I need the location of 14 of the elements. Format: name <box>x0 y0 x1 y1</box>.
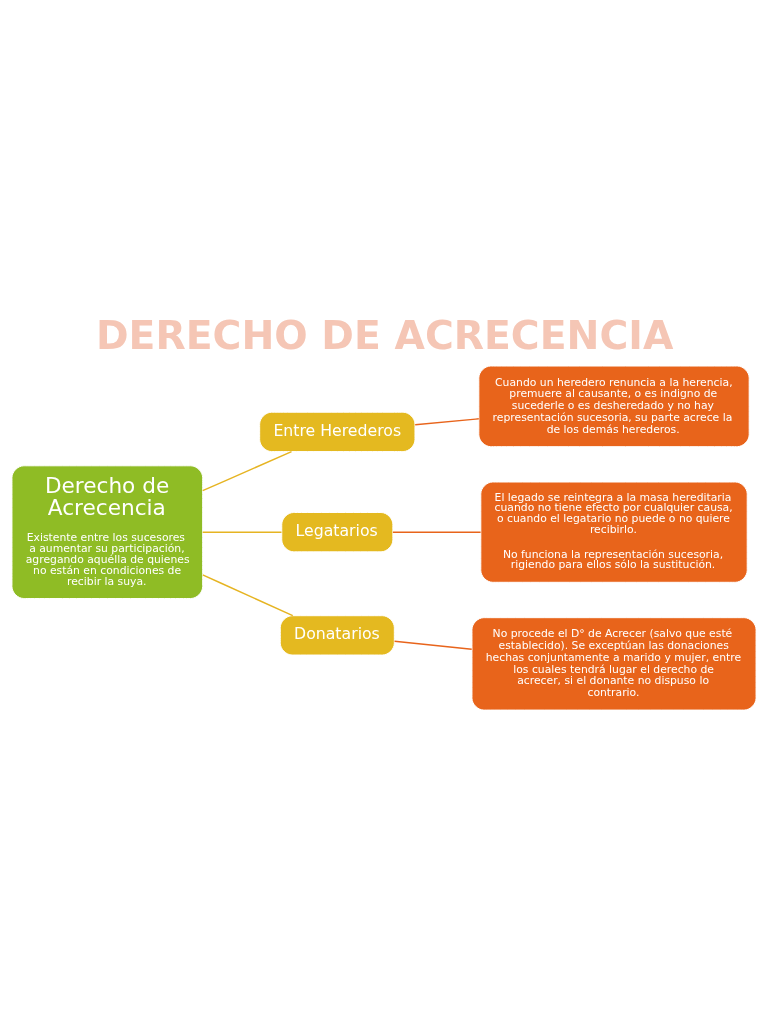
connector <box>201 530 283 533</box>
connector <box>201 450 293 491</box>
node-box: Derecho de Acrecencia Existente entre los sucesores a aumentar su participación, agregando aquélla de quienes no están en condiciones de recibir la suya. <box>11 464 204 599</box>
node-box: El legado se reintegra a la masa hereditaria cuando no tiene efecto por cualquier causa, o cuando el legatario no puede o no quiere recibirlo. No funciona la representación sucesoria, rigiendo para ellos sólo la sustitución. <box>480 481 748 583</box>
node-box: No procede el D° de Acrecer (salvo que esté establecido). Se exceptúan las donaciones hechas conjuntamente a marido y mujer, entre los cuales tendrá lugar el derecho de acrecer, si el donante no dispuso lo contrario. <box>471 616 757 711</box>
diagram-title: DERECHO DE ACRECENCIA <box>96 312 674 358</box>
node-box: Legatarios <box>281 511 394 552</box>
node-box: Entre Herederos <box>259 411 416 452</box>
connector <box>392 530 482 533</box>
connector <box>393 639 473 650</box>
connector <box>201 573 294 616</box>
node-box: Donatarios <box>279 614 395 655</box>
connector <box>414 417 480 425</box>
node-box: Cuando un heredero renuncia a la herencia, premuere al causante, o es indigno de sucederle o es desheredado y no hay representación sucesoria, su parte acrece la de los demás herederos. <box>478 365 750 447</box>
